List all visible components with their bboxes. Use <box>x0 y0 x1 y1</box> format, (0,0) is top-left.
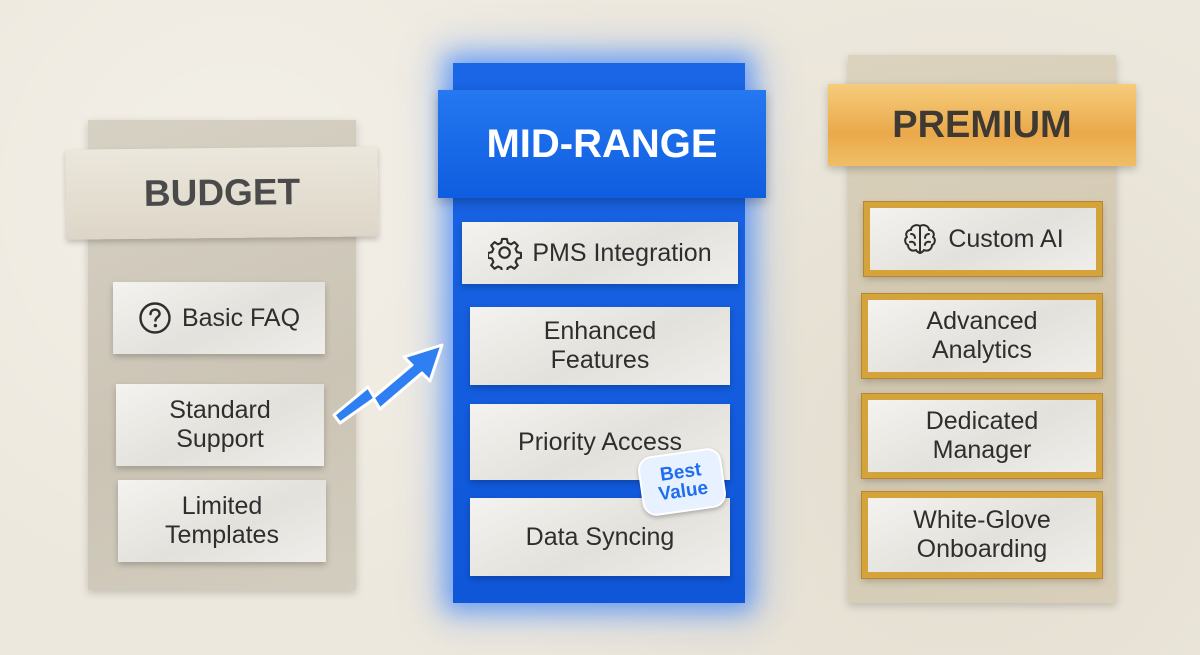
feature-label: Enhanced Features <box>543 317 657 374</box>
feature-label: Data Syncing <box>525 522 675 551</box>
premium-feature-dedicated-manager: Dedicated Manager <box>862 394 1102 478</box>
feature-label: White-Glove Onboarding <box>913 506 1051 563</box>
budget-header: BUDGET <box>65 146 379 240</box>
premium-feature-advanced-analytics: Advanced Analytics <box>862 294 1102 378</box>
premium-header: PREMIUM <box>828 84 1136 166</box>
feature-label: Standard Support <box>169 396 271 453</box>
feature-label: Basic FAQ <box>181 303 301 332</box>
premium-feature-custom-ai: Custom AI <box>864 202 1102 276</box>
mid-range-title: MID-RANGE <box>486 121 718 166</box>
question-circle-icon <box>138 301 172 335</box>
mid-feature-pms-integration: PMS Integration <box>462 222 738 284</box>
badge-line-2: Value <box>657 477 710 506</box>
mid-feature-enhanced-features: Enhanced Features <box>470 307 730 385</box>
feature-label: Advanced Analytics <box>926 307 1038 364</box>
feature-label: PMS Integration <box>532 238 712 267</box>
feature-label: Limited Templates <box>165 492 279 549</box>
gear-icon <box>488 236 523 270</box>
brain-icon <box>902 222 938 256</box>
budget-title: BUDGET <box>143 171 301 214</box>
feature-label: Priority Access <box>518 427 682 456</box>
mid-range-header: MID-RANGE <box>438 90 766 198</box>
budget-feature-basic-faq: Basic FAQ <box>113 282 325 354</box>
zigzag-arrow-icon <box>332 343 444 425</box>
budget-feature-limited-templates: Limited Templates <box>118 480 326 562</box>
best-value-badge: Best Value <box>636 446 728 518</box>
budget-feature-standard-support: Standard Support <box>116 384 324 466</box>
premium-title: PREMIUM <box>892 103 1072 146</box>
feature-label: Custom AI <box>948 224 1064 253</box>
premium-feature-white-glove-onboarding: White-Glove Onboarding <box>862 492 1102 578</box>
feature-label: Dedicated Manager <box>925 407 1039 464</box>
